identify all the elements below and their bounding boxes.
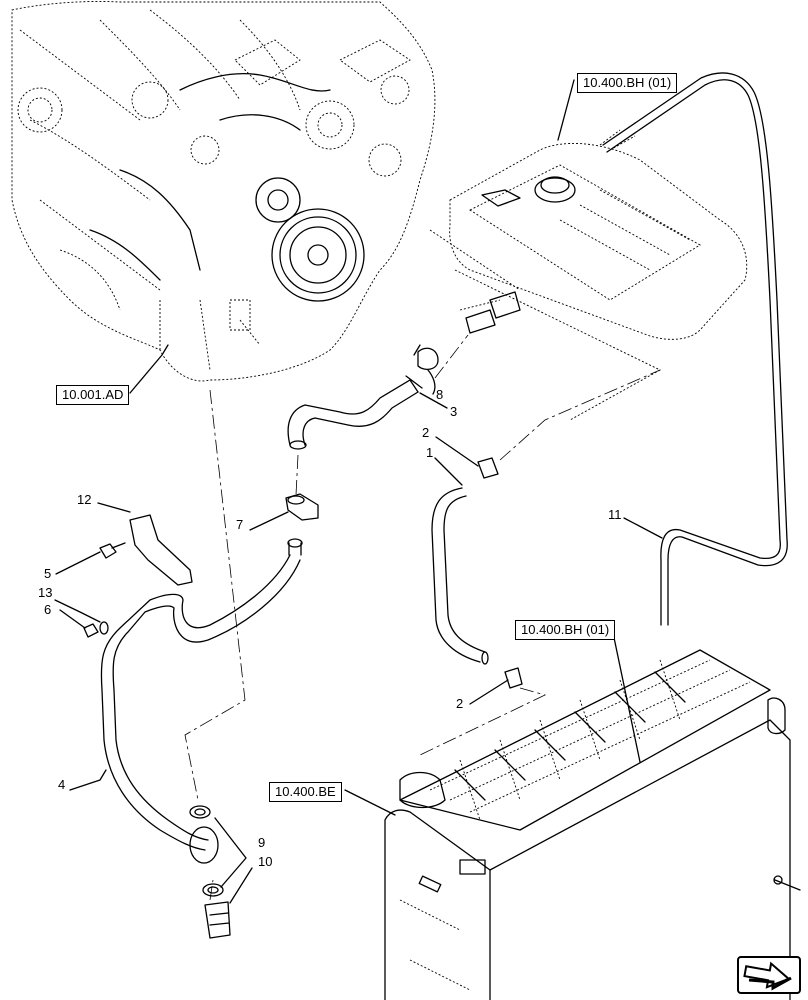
ref-radiator[interactable]: 10.400.BE (269, 782, 342, 802)
callout-2-upper: 2 (422, 425, 430, 440)
callout-12: 12 (77, 492, 92, 507)
callout-5: 5 (44, 566, 52, 581)
tee-7 (285, 493, 319, 521)
hose-11 (606, 79, 781, 626)
callout-10: 10 (258, 854, 273, 869)
hose-1 (431, 487, 481, 663)
seal-9-upper (189, 805, 211, 819)
callout-7: 7 (236, 517, 244, 532)
clamp-8 (417, 347, 439, 371)
callout-3: 3 (450, 404, 458, 419)
seal-9-lower (202, 883, 224, 897)
nut-6 (83, 623, 99, 638)
callout-8: 8 (436, 387, 444, 402)
callout-11: 11 (608, 507, 622, 522)
fitting-10 (204, 901, 231, 939)
coolant-reservoir (429, 129, 748, 421)
callout-1: 1 (426, 445, 434, 460)
hose-3 (287, 379, 411, 446)
callout-13: 13 (38, 585, 53, 600)
ref-engine[interactable]: 10.001.AD (56, 385, 130, 405)
clamp-2-lower (504, 667, 523, 689)
callout-2-lower: 2 (456, 696, 464, 711)
next-page-arrow-icon (743, 961, 792, 991)
ref-reservoir[interactable]: 10.400.BH (01) (577, 73, 678, 93)
bracket-12 (129, 514, 193, 586)
callout-4: 4 (58, 777, 66, 792)
engine-illustration (11, 1, 436, 382)
ref-radiator-top[interactable]: 10.400.BH (01) (515, 620, 616, 640)
radiator (384, 649, 801, 1000)
next-page-button[interactable] (737, 956, 801, 994)
hose-4 (100, 554, 291, 851)
bolt-5 (99, 542, 126, 559)
washer-13 (99, 621, 109, 635)
callout-6: 6 (44, 602, 52, 617)
clamp-2-upper (477, 457, 499, 479)
callout-9: 9 (258, 835, 266, 850)
leader-lines (54, 79, 663, 904)
